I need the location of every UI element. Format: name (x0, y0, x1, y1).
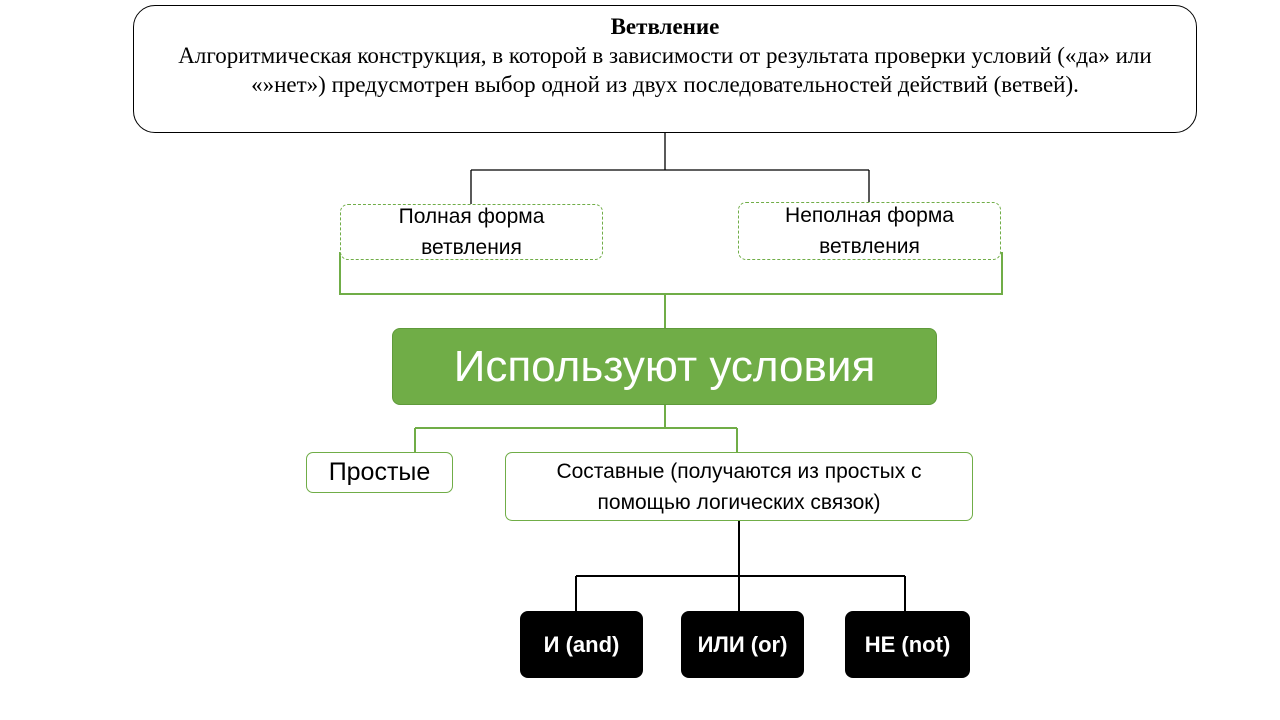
connector-center-conditions (414, 405, 738, 452)
definition-box: Ветвление Алгоритмическая конструкция, в… (133, 5, 1197, 133)
simple-conditions-box: Простые (306, 452, 453, 493)
definition-title: Ветвление (610, 14, 720, 39)
full-form-box: Полная форма ветвления (340, 204, 603, 260)
operator-or-box: ИЛИ (or) (681, 611, 804, 678)
partial-form-label: Неполная форма ветвления (785, 204, 954, 258)
operator-and-box: И (and) (520, 611, 643, 678)
uses-conditions-box: Используют условия (392, 328, 937, 405)
partial-form-box: Неполная форма ветвления (738, 202, 1001, 260)
connector-forms-center (339, 252, 1003, 328)
full-form-label: Полная форма ветвления (398, 205, 545, 259)
uses-conditions-label: Используют условия (453, 341, 876, 391)
simple-conditions-label: Простые (328, 458, 431, 486)
connector-compound-operators (575, 521, 906, 611)
operator-and-label: И (and) (543, 631, 620, 657)
definition-text: Алгоритмическая конструкция, в которой в… (178, 43, 1152, 97)
connector-definition-forms (470, 133, 870, 204)
compound-conditions-label: Составные (получаются из простых с помощ… (556, 459, 922, 514)
operator-not-box: НЕ (not) (845, 611, 970, 678)
operator-or-label: ИЛИ (or) (697, 631, 788, 657)
compound-conditions-box: Составные (получаются из простых с помощ… (505, 452, 973, 521)
operator-not-label: НЕ (not) (864, 631, 951, 657)
